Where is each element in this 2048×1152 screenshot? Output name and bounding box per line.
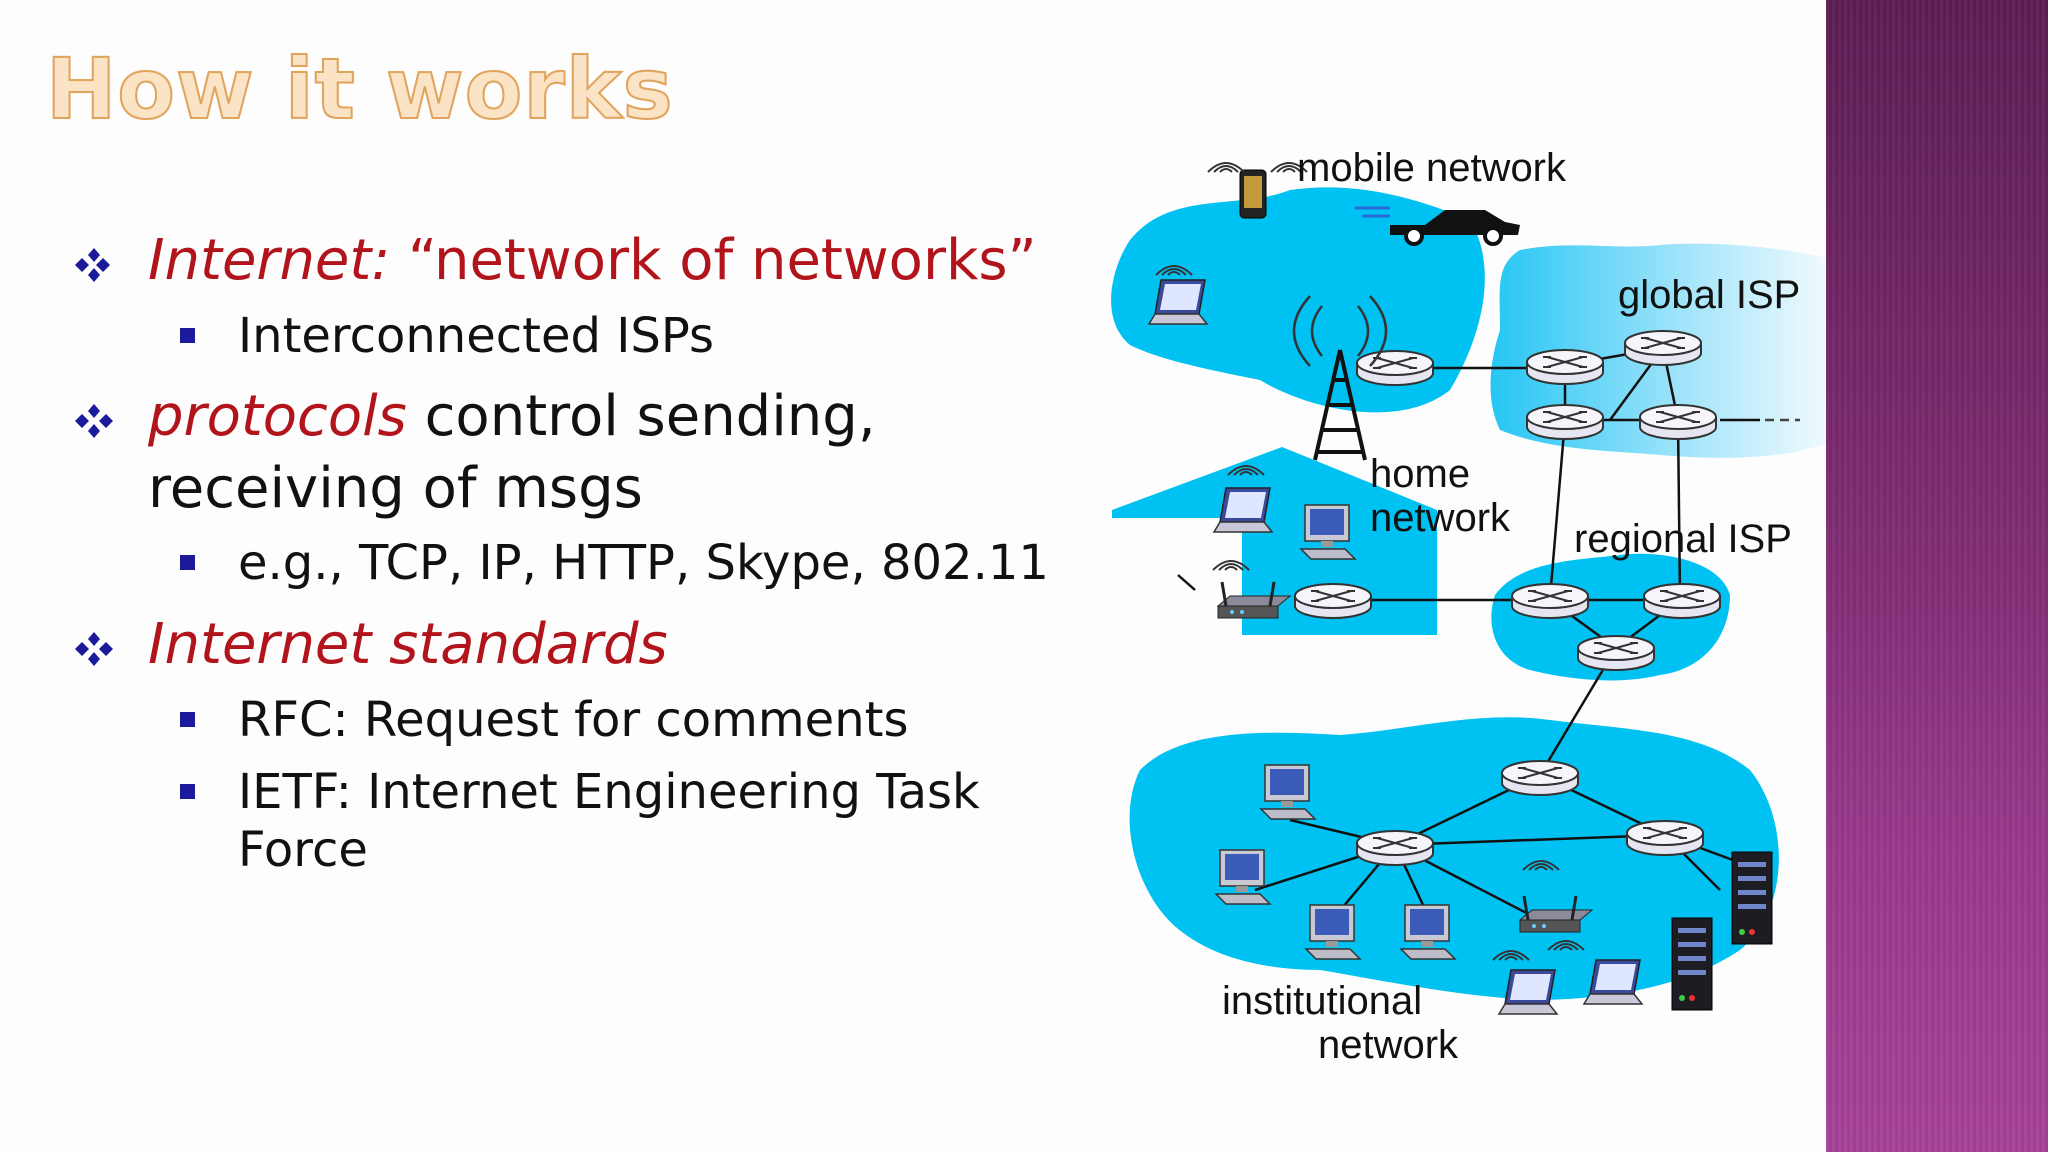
server-icon <box>1671 917 1713 1011</box>
square-bullet-icon <box>180 328 195 343</box>
bullet-internet: Internet: “network of networks” <box>148 228 1037 293</box>
sub-bullet-isps: Interconnected ISPs <box>238 308 714 364</box>
quote-close: ” <box>1007 228 1037 293</box>
desktop-icon <box>1400 904 1456 960</box>
diamond-bullet-icon <box>75 248 110 282</box>
label-global-isp: global ISP <box>1618 273 1800 317</box>
square-bullet-icon <box>180 784 195 799</box>
slide-title: How it works <box>45 39 674 139</box>
label-home-network: network <box>1370 496 1511 540</box>
cell-tower-icon <box>1292 295 1388 461</box>
diamond-bullet-icon <box>75 632 113 666</box>
desktop-icon <box>1305 904 1361 960</box>
slide-canvas: How it works Internet: “network of netwo… <box>45 39 1826 1067</box>
square-bullet-icon <box>180 712 195 727</box>
bullet-protocols: protocols control sending, <box>148 384 876 449</box>
diamond-bullet-icon <box>75 404 113 438</box>
bullet-protocols-line1: control sending, <box>406 384 876 449</box>
label-mobile-network: mobile network <box>1297 146 1567 190</box>
sub-bullet-rfc: RFC: Request for comments <box>238 692 909 748</box>
label-home: home <box>1370 452 1470 496</box>
sub-bullet-ietf: IETF: Internet Engineering Task <box>238 764 980 820</box>
label-institutional: institutional <box>1222 979 1422 1023</box>
sub-bullet-examples: e.g., TCP, IP, HTTP, Skype, 802.11 <box>238 535 1049 591</box>
sub-bullet-ietf-cont: Force <box>238 822 368 878</box>
bullet-protocols-prefix: protocols <box>148 384 407 449</box>
network-diagram: mobile network global ISP home network r… <box>1111 146 1826 1067</box>
quote-open: “ <box>408 228 434 293</box>
bullet-protocols-line2: receiving of msgs <box>148 456 643 521</box>
bullet-standards: Internet standards <box>148 612 668 677</box>
bullet-internet-prefix: Internet: <box>148 228 391 293</box>
square-bullet-icon <box>180 555 195 570</box>
bullet-standards-prefix: Internet standards <box>148 612 668 677</box>
server-icon <box>1731 851 1773 945</box>
desktop-icon <box>1300 504 1356 560</box>
desktop-icon <box>1260 764 1316 820</box>
desktop-icon <box>1215 849 1271 905</box>
label-institutional-network: network <box>1318 1023 1459 1067</box>
wireless-icon <box>1207 162 1245 173</box>
bullet-internet-text: network of networks <box>433 228 1008 293</box>
phone-icon <box>1239 169 1267 219</box>
car-icon <box>1355 206 1520 246</box>
purple-side-bar <box>1826 0 2048 1152</box>
label-regional-isp: regional ISP <box>1574 517 1792 561</box>
